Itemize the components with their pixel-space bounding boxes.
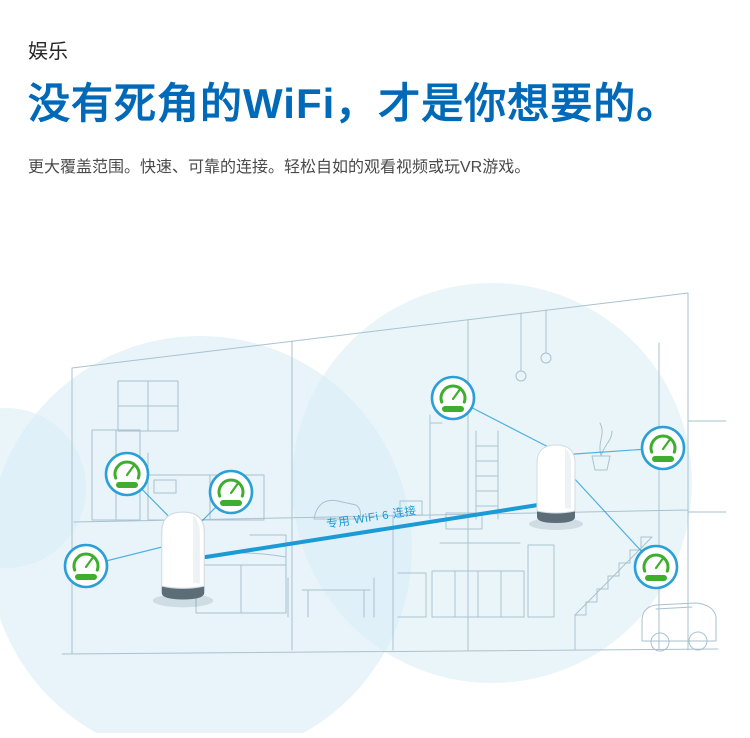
- pendant-lamp-bulb: [540, 352, 552, 364]
- pendant-lamp-bulb: [515, 370, 527, 382]
- house-structure: [61, 292, 727, 655]
- coverage-circle-edge: [0, 408, 86, 568]
- kitchen-furniture: [431, 512, 555, 618]
- car-wheel: [688, 631, 708, 651]
- stairs: [574, 536, 653, 651]
- car-wheel: [650, 632, 670, 652]
- speedometer-icon: [63, 543, 109, 589]
- wifi-coverage-circles: [0, 283, 692, 738]
- speedometer-icon: [640, 425, 686, 471]
- house-line-art: [61, 292, 727, 655]
- section-eyebrow: 娱乐: [28, 41, 68, 63]
- section-headline: 没有死角的WiFi，才是你想要的。: [28, 80, 680, 127]
- pendant-lamps: [520, 309, 547, 372]
- house-cross-section-svg: 专用 WiFi 6 连接: [0, 283, 727, 738]
- wifi6-link-line: [204, 503, 540, 559]
- speedometer-icon: [633, 544, 679, 590]
- speedometer-icon: [208, 469, 254, 515]
- section-header: 娱乐 没有死角的WiFi，才是你想要的。 更大覆盖范围。快速、可靠的连接。轻松自…: [28, 40, 734, 180]
- orbi-router-right-icon: [528, 444, 584, 531]
- upper-floor-furniture: [313, 414, 499, 520]
- router-to-gauge-lines: [85, 397, 664, 568]
- car-body: [641, 602, 717, 642]
- wifi-coverage-illustration: 专用 WiFi 6 连接: [0, 213, 750, 738]
- speedometer-icon: [430, 375, 476, 421]
- orbi-router-left-icon: [152, 511, 214, 608]
- coverage-circle-right: [292, 283, 692, 683]
- section-subtitle: 更大覆盖范围。快速、可靠的连接。轻松自如的观看视频或玩VR游戏。: [28, 159, 531, 177]
- speedometer-icon: [104, 451, 150, 497]
